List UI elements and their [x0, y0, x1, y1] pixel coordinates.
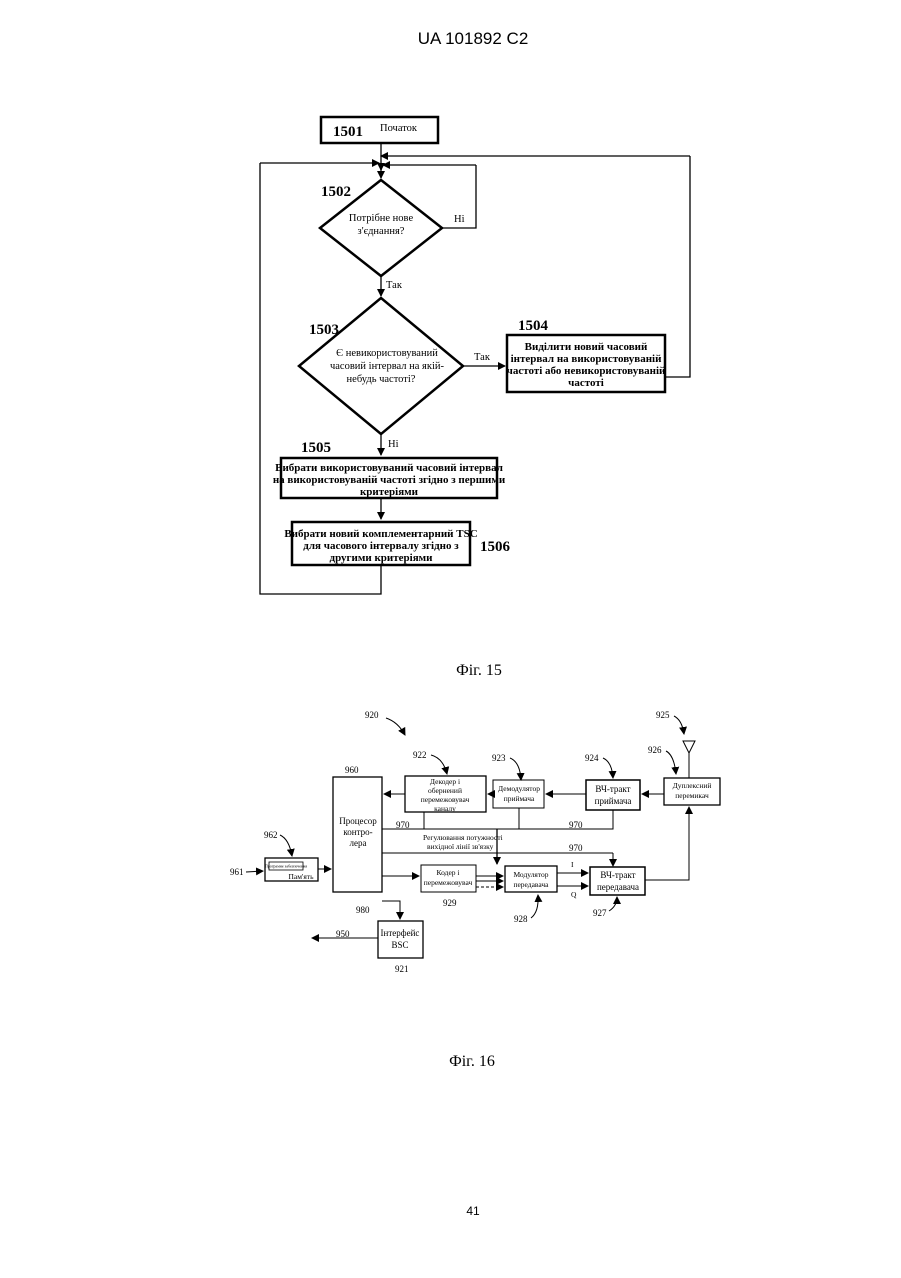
no-1502: Ні: [454, 214, 465, 225]
yes-1502: Так: [386, 280, 403, 291]
box-1505-text-3: критеріями: [360, 486, 419, 498]
txrf-text-1: ВЧ-тракт: [600, 870, 635, 880]
label-1506: 1506: [480, 539, 511, 555]
ref-961: 961: [230, 867, 244, 877]
fig16-caption: Фіг. 16: [449, 1053, 495, 1070]
fig15-caption: Фіг. 15: [456, 662, 502, 679]
box-1504-text-4: частоті: [568, 377, 604, 389]
decision-1502-text-1: Потрібне нове: [349, 213, 414, 224]
ref-922: 922: [413, 750, 427, 760]
antenna-icon: [683, 741, 695, 753]
label-1502: 1502: [321, 184, 351, 200]
power-control-text-1: Регулювання потужності: [423, 833, 503, 842]
duplex-text-2: перемикач: [675, 791, 709, 800]
bsc-text-1: Інтерфейс: [381, 928, 420, 938]
arrow-txrf-duplexer: [645, 807, 689, 880]
ref-926-leader: [666, 751, 676, 774]
memory-text: Пам'ять: [289, 872, 315, 881]
label-1504: 1504: [518, 318, 549, 334]
ref-924-leader: [603, 758, 613, 778]
box-1505-text-2: на використовуваній частоті згідно з пер…: [273, 474, 506, 486]
decision-1503-text-1: Є невикористовуваний: [336, 348, 438, 359]
ref-924: 924: [585, 753, 599, 763]
cpu-text-1: Процесор: [339, 816, 377, 826]
q-label: Q: [571, 890, 577, 899]
box-1506-text-3: другими критеріями: [330, 552, 434, 564]
ref-928: 928: [514, 914, 528, 924]
coder-text-2: перемежовувач: [424, 878, 473, 887]
fig16-block-diagram: 920 922 923 924 925 926 Процесор контро-…: [230, 710, 720, 1070]
ref-923: 923: [492, 753, 506, 763]
decision-1503-text-3: небудь частоті?: [347, 374, 416, 385]
cpu-text-3: лера: [350, 838, 367, 848]
decision-1502-text-2: з'єднання?: [358, 226, 405, 237]
ref-926: 926: [648, 745, 662, 755]
label-1501: 1501: [333, 124, 363, 140]
box-1506-text-1: Вибрати новий комплементарний TSC: [284, 528, 477, 540]
ref-922-leader: [431, 755, 447, 774]
ref-970-c: 970: [569, 843, 583, 853]
ref-960: 960: [345, 765, 359, 775]
duplex-text-1: Дуплексний: [673, 781, 712, 790]
decoder-text-1: Декодер і: [430, 777, 460, 786]
mod-text-1: Модулятор: [513, 870, 548, 879]
label-1505: 1505: [301, 440, 331, 456]
ref-925-leader: [674, 716, 684, 734]
rxrf-text-2: приймача: [595, 796, 632, 806]
start-text: Початок: [380, 123, 418, 134]
coder-text-1: Кодер і: [436, 868, 459, 877]
ref-921: 921: [395, 964, 409, 974]
ref-970-a: 970: [396, 820, 410, 830]
label-1503: 1503: [309, 322, 339, 338]
page-number: 41: [466, 1204, 480, 1218]
no-1503: Ні: [388, 439, 399, 450]
ref-927-leader: [609, 897, 617, 911]
ref-961-leader: [246, 871, 263, 872]
decoder-text-3: перемежовувач: [421, 795, 470, 804]
ref-970-b: 970: [569, 820, 583, 830]
demod-text-1: Демодулятор: [498, 784, 540, 793]
i-label: I: [571, 860, 574, 869]
bsc-text-2: BSC: [391, 940, 408, 950]
ref-925: 925: [656, 710, 670, 720]
patent-number: UA 101892 C2: [418, 29, 529, 48]
decision-1503-text-2: часовий інтервал на якій-: [330, 361, 445, 372]
box-1504-text-1: Виділити новий часовий: [525, 341, 648, 353]
cpu-text-2: контро-: [343, 827, 372, 837]
rxrf-text-1: ВЧ-тракт: [595, 784, 630, 794]
yes-1503: Так: [474, 352, 491, 363]
ref-923-leader: [510, 758, 521, 780]
return-1504: [665, 156, 690, 377]
box-1504-text-3: частоті або невикористовуваній: [507, 365, 666, 377]
decoder-text-2: обернений: [428, 786, 462, 795]
ref-962: 962: [264, 830, 278, 840]
power-control-text-2: вихідної лінії зв'язку: [427, 842, 494, 851]
ref-950: 950: [336, 929, 350, 939]
ref-962-leader: [280, 835, 292, 856]
box-1506-text-2: для часового інтервалу згідно з: [303, 540, 459, 552]
mod-text-2: передавача: [513, 880, 549, 889]
ref-927: 927: [593, 908, 607, 918]
arrow-cpu-bsc: [382, 901, 400, 919]
box-1504-text-2: інтервал на використовуваній: [511, 353, 663, 365]
ref-920-arrow: [386, 718, 405, 735]
decoder-text-4: каналу: [434, 804, 456, 813]
box-1505-text-1: Вибрати використовуваний часовий інтерва…: [275, 462, 503, 474]
ref-980: 980: [356, 905, 370, 915]
demod-text-2: приймача: [504, 794, 535, 803]
txrf-text-2: передавача: [597, 882, 639, 892]
fig15-flowchart: 1501 Початок 1502 Потрібне нове з'єднанн…: [260, 117, 690, 679]
ref-920: 920: [365, 710, 379, 720]
software-text: Програмне забезпечення: [265, 864, 307, 869]
ref-928-leader: [531, 895, 538, 918]
ref-929: 929: [443, 898, 457, 908]
